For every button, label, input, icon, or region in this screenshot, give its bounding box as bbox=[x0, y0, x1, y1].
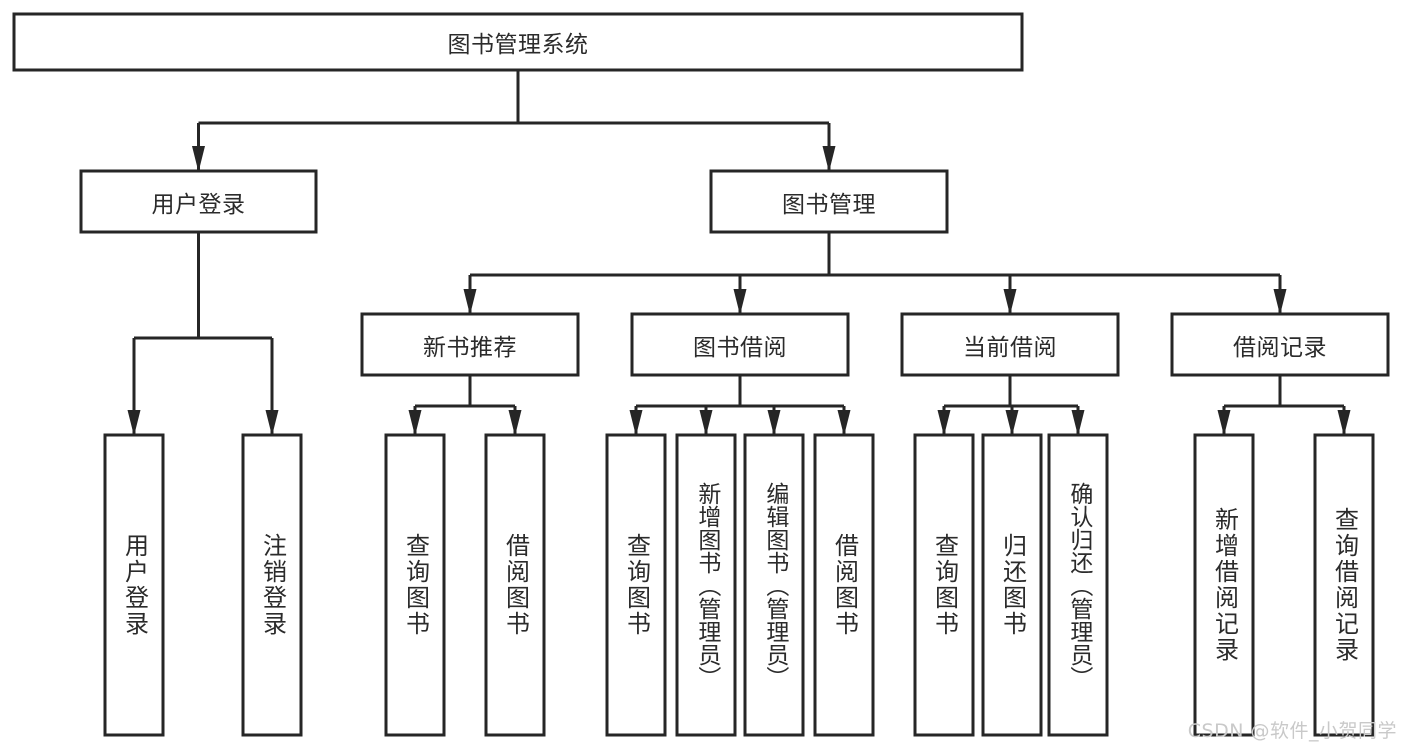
arrowhead-icon bbox=[1337, 410, 1351, 436]
node-box-book-manage[interactable] bbox=[709, 169, 949, 234]
node-box-leaf-add-record[interactable] bbox=[1193, 433, 1255, 737]
node-box-leaf-query-record[interactable] bbox=[1313, 433, 1375, 737]
node-box-leaf-query-book-1[interactable] bbox=[384, 433, 446, 737]
arrowhead-icon bbox=[463, 289, 477, 315]
node-box-user-login[interactable] bbox=[79, 169, 318, 234]
arrowhead-icon bbox=[822, 146, 836, 172]
node-box-root[interactable] bbox=[12, 12, 1024, 72]
arrowhead-icon bbox=[1071, 410, 1085, 436]
node-box-current-borrow[interactable] bbox=[900, 312, 1120, 377]
node-box-leaf-borrow-book-2[interactable] bbox=[813, 433, 875, 737]
node-box-leaf-edit-book[interactable] bbox=[743, 433, 805, 737]
node-box-borrow-record[interactable] bbox=[1170, 312, 1390, 377]
arrowhead-icon bbox=[508, 410, 522, 436]
arrowhead-icon bbox=[1005, 410, 1019, 436]
node-box-book-borrow[interactable] bbox=[630, 312, 850, 377]
watermark-text: CSDN @软件_小贺同学 bbox=[1187, 720, 1397, 742]
node-box-leaf-return-book[interactable] bbox=[981, 433, 1043, 737]
arrowhead-icon bbox=[767, 410, 781, 436]
arrowhead-icon bbox=[937, 410, 951, 436]
node-box-leaf-user-login[interactable] bbox=[103, 433, 165, 737]
arrowhead-icon bbox=[265, 410, 279, 436]
arrowhead-icon bbox=[1273, 289, 1287, 315]
node-box-leaf-borrow-book-1[interactable] bbox=[484, 433, 546, 737]
node-box-leaf-add-book[interactable] bbox=[675, 433, 737, 737]
node-box-leaf-query-book-3[interactable] bbox=[913, 433, 975, 737]
arrowhead-icon bbox=[1003, 289, 1017, 315]
arrowhead-icon bbox=[733, 289, 747, 315]
node-boxes bbox=[12, 12, 1390, 737]
connector-lines bbox=[127, 70, 1351, 436]
arrowhead-icon bbox=[127, 410, 141, 436]
node-box-new-book-rec[interactable] bbox=[360, 312, 580, 377]
arrowhead-icon bbox=[1217, 410, 1231, 436]
node-box-leaf-query-book-2[interactable] bbox=[605, 433, 667, 737]
node-box-leaf-user-logout[interactable] bbox=[241, 433, 303, 737]
arrowhead-icon bbox=[629, 410, 643, 436]
arrowhead-icon bbox=[192, 146, 205, 172]
arrowhead-icon bbox=[699, 410, 713, 436]
arrowhead-icon bbox=[837, 410, 851, 436]
arrowhead-icon bbox=[408, 410, 422, 436]
node-box-leaf-confirm-return[interactable] bbox=[1047, 433, 1109, 737]
